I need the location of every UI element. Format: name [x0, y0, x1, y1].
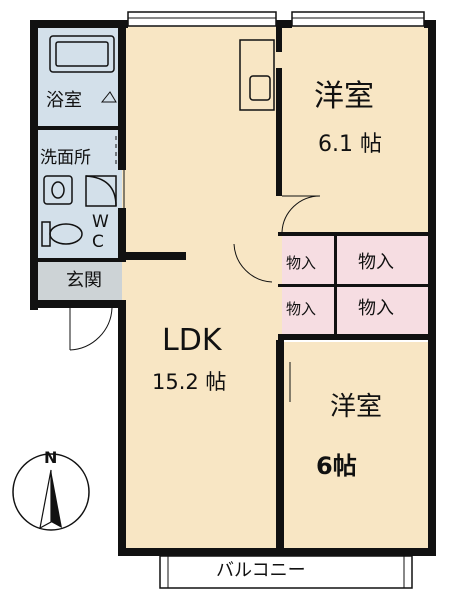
wall-closet-mid	[278, 284, 430, 287]
closet-area-1	[282, 236, 334, 286]
balcony-label: バルコニー	[214, 560, 308, 581]
laundry-space	[85, 175, 117, 207]
wall-closet-divider	[334, 236, 337, 336]
wall-closet-top	[278, 232, 430, 236]
closet-label-1: 物入	[286, 254, 317, 272]
wall-bath-right-upper	[118, 20, 126, 170]
wall-mid-top	[276, 28, 282, 52]
wall-right	[428, 20, 436, 556]
ldk-size-label: 15.2 帖	[152, 370, 227, 394]
wall-left	[30, 20, 38, 310]
wall-entrance-bottom	[30, 300, 126, 308]
closet-label-4: 物入	[358, 298, 394, 319]
bathtub	[49, 35, 115, 73]
wall-ldk-left	[118, 300, 126, 556]
wall-closet-bottom	[278, 334, 430, 340]
western-room-1-area	[282, 26, 432, 236]
compass-needle-right	[51, 470, 62, 528]
entrance-door-swing	[69, 307, 113, 351]
entrance-area	[38, 262, 122, 300]
western-room-1-size: 6.1 帖	[318, 132, 382, 157]
wall-bottom	[118, 548, 436, 556]
wall-wc-entrance	[38, 258, 118, 262]
kitchen-counter	[239, 39, 275, 111]
western1-door-swing	[281, 195, 321, 233]
wall-western2-left	[276, 340, 284, 550]
compass	[12, 453, 90, 531]
closet-label-3: 物入	[286, 300, 317, 318]
toilet-bowl	[49, 223, 83, 245]
wall-wc-right	[118, 208, 126, 262]
compass-ring	[12, 453, 90, 531]
closet-area-3	[282, 286, 334, 336]
western-room-2-label: 洋室	[330, 392, 383, 422]
closet-label-2: 物入	[358, 252, 394, 273]
wall-bath-washroom	[38, 126, 118, 130]
kitchen-sink	[249, 75, 271, 101]
ldk-area	[122, 26, 282, 550]
washroom-area	[38, 130, 122, 212]
wc-area	[38, 212, 122, 258]
western-room-1-label: 洋室	[314, 79, 374, 114]
western-room-2-area	[282, 342, 432, 550]
compass-north-label: N	[44, 448, 58, 467]
wall-top-left	[30, 20, 128, 28]
toilet-tank	[41, 221, 51, 247]
closet-area-2	[334, 236, 432, 286]
closet-area-4	[334, 286, 432, 336]
wc-label-w: W	[92, 212, 109, 232]
ldk-door-swing	[233, 243, 273, 283]
top-window-right	[291, 11, 425, 27]
wall-ldk-partition	[126, 252, 186, 260]
top-window-left	[127, 11, 277, 27]
wall-mid-upper	[276, 68, 282, 196]
western-room-2-size: 6帖	[316, 452, 357, 480]
compass-needle-left	[39, 469, 52, 530]
washbasin	[43, 175, 73, 205]
washroom-label: 洗面所	[40, 148, 91, 168]
ldk-label: LDK	[162, 323, 222, 358]
wall-top-mid	[276, 20, 292, 28]
entrance-label: 玄関	[66, 270, 102, 291]
bath-label: 浴室	[46, 90, 82, 111]
wc-label-c: C	[92, 232, 104, 252]
